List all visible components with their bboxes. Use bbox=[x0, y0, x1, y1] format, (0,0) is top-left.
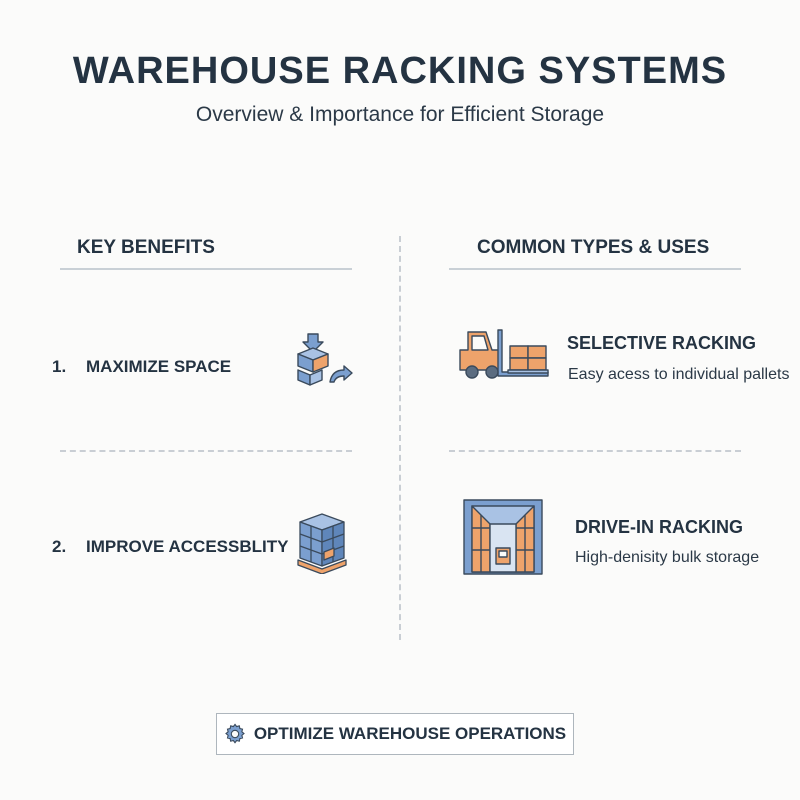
key-benefits-heading: KEY BENEFITS bbox=[77, 237, 215, 258]
stacked-boxes-arrow-icon bbox=[297, 333, 353, 386]
column-divider bbox=[399, 236, 401, 640]
common-types-rule bbox=[449, 268, 741, 270]
optimize-operations-button[interactable]: OPTIMIZE WAREHOUSE OPERATIONS bbox=[216, 713, 574, 755]
pallet-stack-icon bbox=[297, 513, 347, 574]
cta-label: OPTIMIZE WAREHOUSE OPERATIONS bbox=[253, 724, 567, 743]
type-title-selective: SELECTIVE RACKING bbox=[567, 333, 757, 353]
benefit-number: 1. bbox=[52, 357, 67, 376]
type-title-drive-in: DRIVE-IN RACKING bbox=[575, 517, 744, 537]
benefit-number: 2. bbox=[52, 537, 67, 556]
common-types-heading: COMMON TYPES & USES bbox=[477, 237, 710, 258]
type-desc-selective: Easy acess to individual pallets bbox=[568, 366, 790, 383]
benefit-label: IMPROVE ACCESSBLITY bbox=[86, 537, 289, 556]
benefit-label: MAXIMIZE SPACE bbox=[86, 357, 232, 376]
page-title: WAREHOUSE RACKING SYSTEMS bbox=[72, 50, 728, 92]
benefit-item-2: 2. IMPROVE ACCESSBLITY bbox=[52, 537, 288, 557]
types-divider bbox=[449, 450, 741, 452]
key-benefits-rule bbox=[60, 268, 352, 270]
drive-in-rack-icon bbox=[463, 499, 543, 575]
gear-icon bbox=[224, 723, 245, 744]
page-subtitle: Overview & Importance for Efficient Stor… bbox=[195, 103, 605, 126]
benefits-divider bbox=[60, 450, 352, 452]
benefit-item-1: 1. MAXIMIZE SPACE bbox=[52, 357, 231, 377]
forklift-icon bbox=[459, 329, 549, 379]
type-desc-drive-in: High-denisity bulk storage bbox=[575, 549, 760, 566]
